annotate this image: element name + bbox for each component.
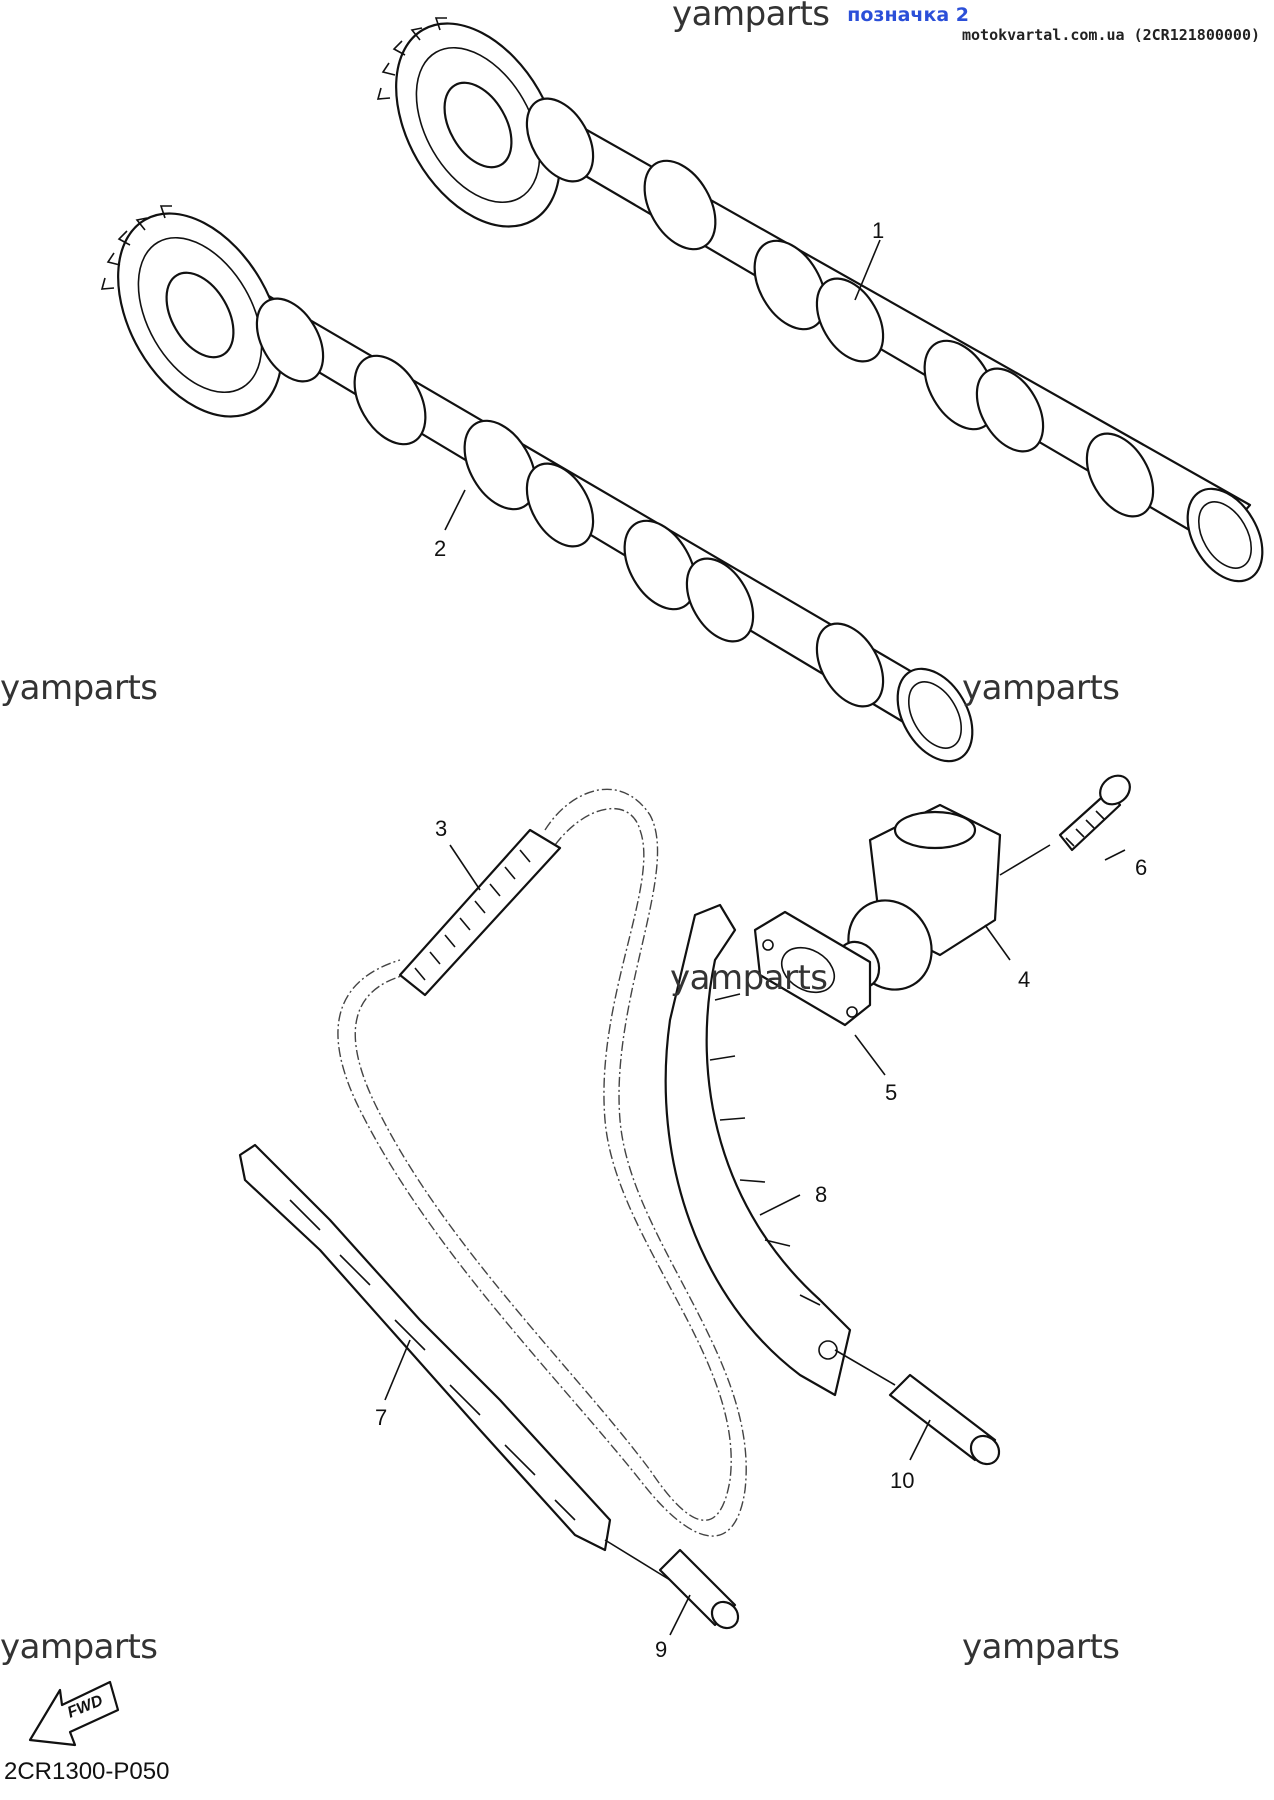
callout-1: 1 bbox=[872, 218, 885, 243]
fwd-arrow-icon: FWD bbox=[28, 1680, 120, 1747]
header-source: motokvartal.com.ua (2CR121800000) bbox=[961, 26, 1260, 44]
callout-7: 7 bbox=[375, 1405, 388, 1430]
callout-10: 10 bbox=[890, 1468, 915, 1493]
timing-chain-3[interactable] bbox=[337, 788, 747, 1537]
watermark: yamparts bbox=[672, 0, 830, 34]
diagram-code: 2CR1300-P050 bbox=[4, 1758, 170, 1785]
callout-6: 6 bbox=[1135, 855, 1148, 880]
chain-guide-7[interactable] bbox=[238, 1143, 612, 1552]
guide-pin-9[interactable] bbox=[658, 1548, 743, 1633]
watermark: yamparts bbox=[670, 958, 828, 998]
callout-5: 5 bbox=[885, 1080, 898, 1105]
leader-lines bbox=[384, 239, 1126, 1636]
callout-8: 8 bbox=[815, 1182, 828, 1207]
callout-3: 3 bbox=[435, 816, 448, 841]
bolt-6[interactable] bbox=[1058, 770, 1136, 852]
tensioner-gasket-5[interactable] bbox=[753, 910, 872, 1027]
watermark: yamparts bbox=[0, 668, 158, 708]
header-label: позначка 2 bbox=[847, 4, 969, 26]
guide-pin-10[interactable] bbox=[888, 1373, 1005, 1470]
callout-4: 4 bbox=[1018, 967, 1031, 992]
camshaft-1[interactable] bbox=[362, 0, 1274, 594]
callout-2: 2 bbox=[434, 536, 447, 561]
callout-9: 9 bbox=[655, 1637, 668, 1662]
chain-guide-8[interactable] bbox=[664, 903, 852, 1397]
watermark: yamparts bbox=[0, 1627, 158, 1667]
watermark: yamparts bbox=[962, 668, 1120, 708]
camshaft-2[interactable] bbox=[84, 185, 987, 775]
watermark: yamparts bbox=[962, 1627, 1120, 1667]
